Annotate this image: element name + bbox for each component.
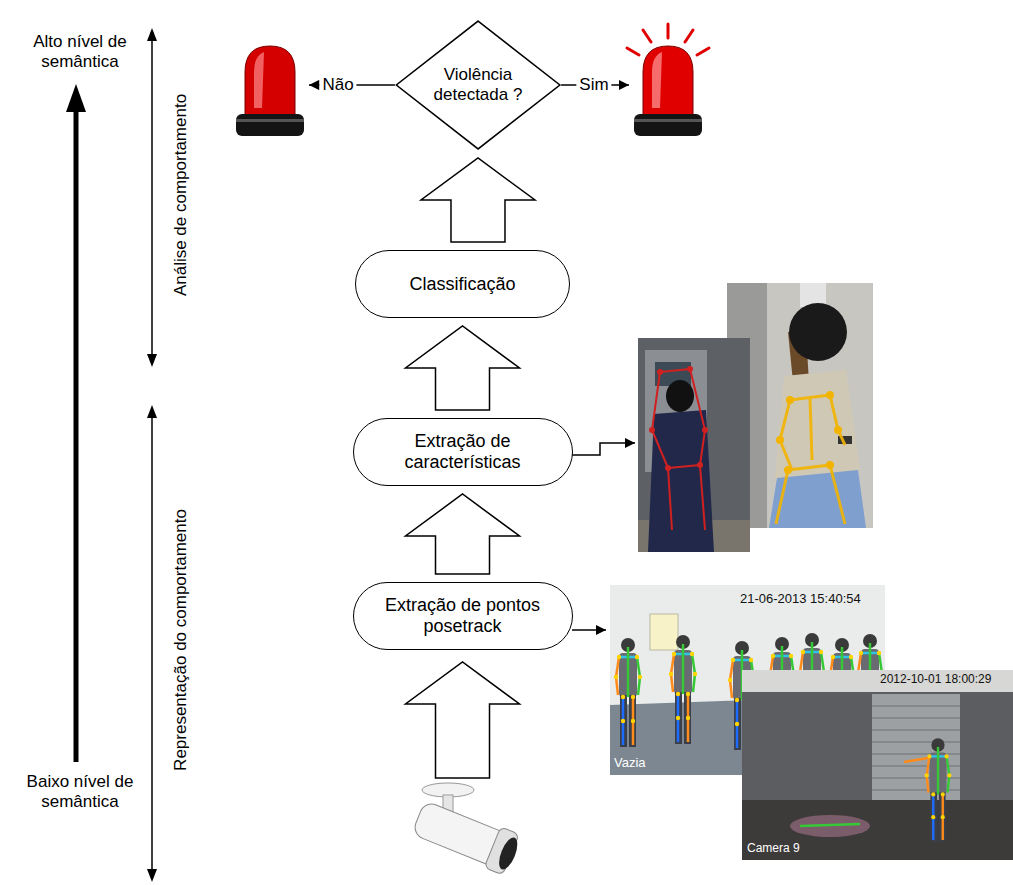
timestamp: 21-06-2013 15:40:54 bbox=[740, 592, 861, 607]
range-arrowhead bbox=[147, 28, 157, 41]
axis-label: Baixo nível de semântica bbox=[15, 772, 145, 811]
pose-joint bbox=[826, 391, 834, 399]
camera-lens bbox=[495, 835, 521, 872]
pose-joint bbox=[826, 461, 834, 469]
pose-joint bbox=[786, 396, 794, 404]
photo-floor bbox=[742, 800, 1013, 860]
process-box: Classificação bbox=[355, 250, 570, 318]
pose-joint bbox=[702, 427, 708, 433]
pose-joint bbox=[657, 369, 663, 375]
camera-caption: Camera 9 bbox=[747, 842, 800, 856]
person-helmet bbox=[789, 303, 847, 361]
range-line bbox=[151, 38, 153, 357]
camera-body-group bbox=[410, 797, 523, 877]
leader-arrow bbox=[572, 443, 635, 455]
process-box: Extração de características bbox=[353, 418, 573, 486]
branch-label: Não bbox=[319, 75, 356, 95]
pose-joint bbox=[687, 366, 693, 372]
camera-caption: Vazia bbox=[614, 756, 646, 771]
branch-label: Sim bbox=[576, 75, 611, 95]
photo-wall bbox=[742, 670, 1013, 692]
photo-frame bbox=[742, 670, 1013, 860]
semantic-axis bbox=[74, 108, 79, 762]
siren-base bbox=[634, 114, 702, 136]
range-label: Representação do comportamento bbox=[171, 509, 191, 771]
range-line bbox=[151, 415, 153, 872]
tracked-person bbox=[614, 638, 642, 747]
pose-joint bbox=[834, 426, 842, 434]
diamond-shape bbox=[396, 21, 560, 149]
pose-joint bbox=[649, 427, 655, 433]
person-jeans bbox=[769, 470, 866, 528]
siren-ray bbox=[627, 48, 639, 55]
node-text: Extração de características bbox=[373, 431, 553, 472]
siren-ray bbox=[643, 30, 651, 42]
siren-base-stripe bbox=[634, 119, 702, 122]
block-arrow bbox=[406, 494, 520, 574]
siren-highlight bbox=[254, 52, 264, 108]
pose-skeleton bbox=[776, 395, 845, 524]
siren-ray bbox=[685, 30, 693, 42]
siren-base bbox=[236, 114, 304, 136]
decision-diamond: Violência detectada ? bbox=[395, 20, 561, 150]
photo-shutter-lines bbox=[872, 706, 960, 790]
range-arrowhead bbox=[147, 354, 157, 367]
range-label: Análise de comportamento bbox=[171, 94, 191, 296]
person-lying bbox=[790, 815, 870, 837]
pose-joint bbox=[784, 466, 792, 474]
process-box: Extração de pontos posetrack bbox=[353, 582, 573, 650]
siren-base-stripe bbox=[236, 119, 304, 122]
axis-arrowhead bbox=[66, 84, 86, 112]
person-body bbox=[648, 410, 714, 552]
block-arrow bbox=[421, 158, 535, 242]
node-text: Extração de pontos posetrack bbox=[373, 595, 553, 636]
timestamp: 2012-10-01 18:00:29 bbox=[880, 673, 991, 687]
siren-ray bbox=[697, 48, 709, 55]
photo-frame bbox=[638, 338, 750, 552]
leader-arrow bbox=[572, 629, 606, 631]
siren-dome bbox=[643, 46, 693, 118]
siren-ray bbox=[667, 24, 670, 38]
pose-joint bbox=[665, 465, 671, 471]
pose-joint bbox=[776, 436, 784, 444]
tracked-person bbox=[925, 738, 952, 842]
pose-skeleton bbox=[904, 758, 928, 762]
range-arrowhead bbox=[147, 405, 157, 418]
pose-skeleton bbox=[652, 369, 705, 530]
block-arrow bbox=[406, 662, 520, 778]
node-text: Classificação bbox=[409, 274, 515, 295]
photo-shutter bbox=[872, 694, 960, 800]
range-arrowhead bbox=[147, 869, 157, 882]
person-jacket bbox=[775, 370, 860, 480]
node-text: Violência detectada ? bbox=[430, 65, 526, 104]
axis-label: Alto nível de semântica bbox=[15, 32, 145, 71]
pose-skeleton bbox=[800, 824, 860, 826]
siren-dome bbox=[245, 46, 295, 118]
tracked-person bbox=[669, 635, 697, 744]
pose-joint bbox=[697, 462, 703, 468]
block-arrow bbox=[406, 326, 520, 410]
photo-poster bbox=[650, 614, 678, 650]
siren-highlight bbox=[652, 52, 662, 108]
person-head bbox=[666, 380, 694, 412]
